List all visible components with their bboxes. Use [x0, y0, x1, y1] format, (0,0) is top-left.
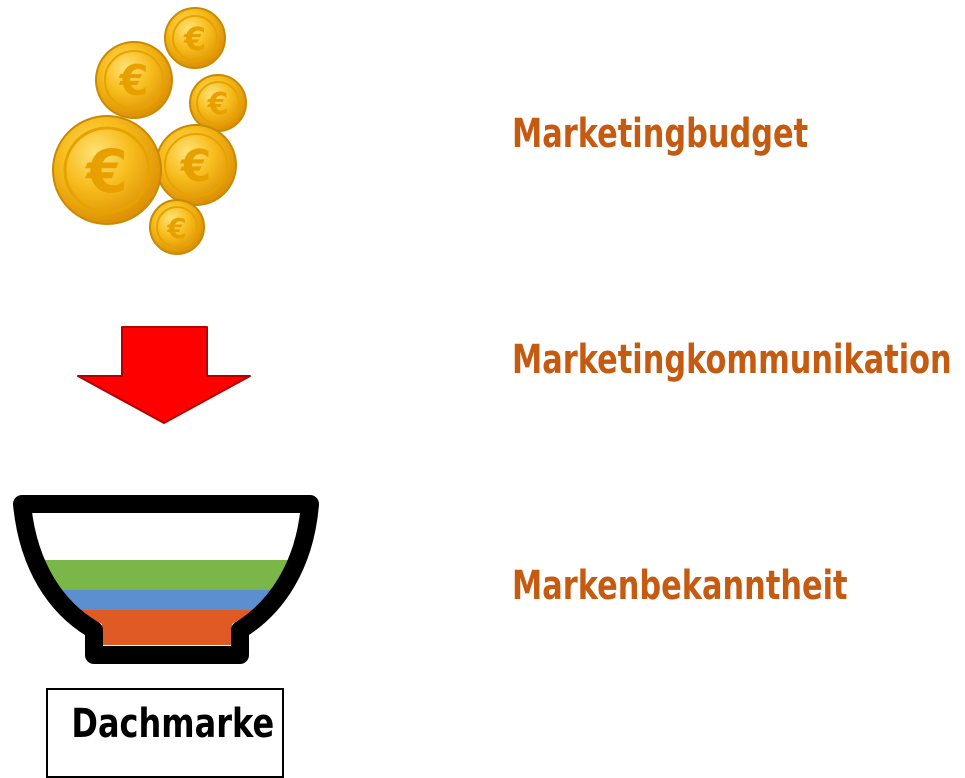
svg-text:€: €	[84, 137, 128, 207]
euro-coins-icon: € € € € € €	[52, 7, 247, 255]
marketing-budget-label: Marketingbudget	[512, 111, 809, 157]
coin: €	[155, 124, 237, 206]
layer-blue	[28, 590, 304, 610]
svg-text:€: €	[166, 212, 186, 245]
svg-text:€: €	[207, 87, 229, 122]
down-arrow-icon	[77, 326, 251, 424]
coin: €	[189, 74, 247, 132]
svg-text:€: €	[183, 20, 206, 58]
umbrella-brand-box: Dachmarke	[46, 688, 284, 778]
coin: €	[164, 7, 226, 69]
layered-bowl-icon	[13, 495, 319, 664]
layer-green	[28, 560, 304, 590]
brand-awareness-label: Markenbekanntheit	[512, 563, 848, 609]
svg-text:€: €	[180, 141, 212, 192]
coin: €	[95, 41, 173, 119]
coin: €	[52, 115, 162, 225]
layer-white	[28, 514, 304, 560]
bowl-outline	[13, 495, 319, 664]
umbrella-brand-label: Dachmarke	[71, 701, 275, 747]
marketing-communication-label: Marketingkommunikation	[512, 337, 952, 383]
svg-text:€: €	[118, 56, 148, 105]
coin: €	[149, 199, 205, 255]
layer-orange	[28, 610, 304, 645]
